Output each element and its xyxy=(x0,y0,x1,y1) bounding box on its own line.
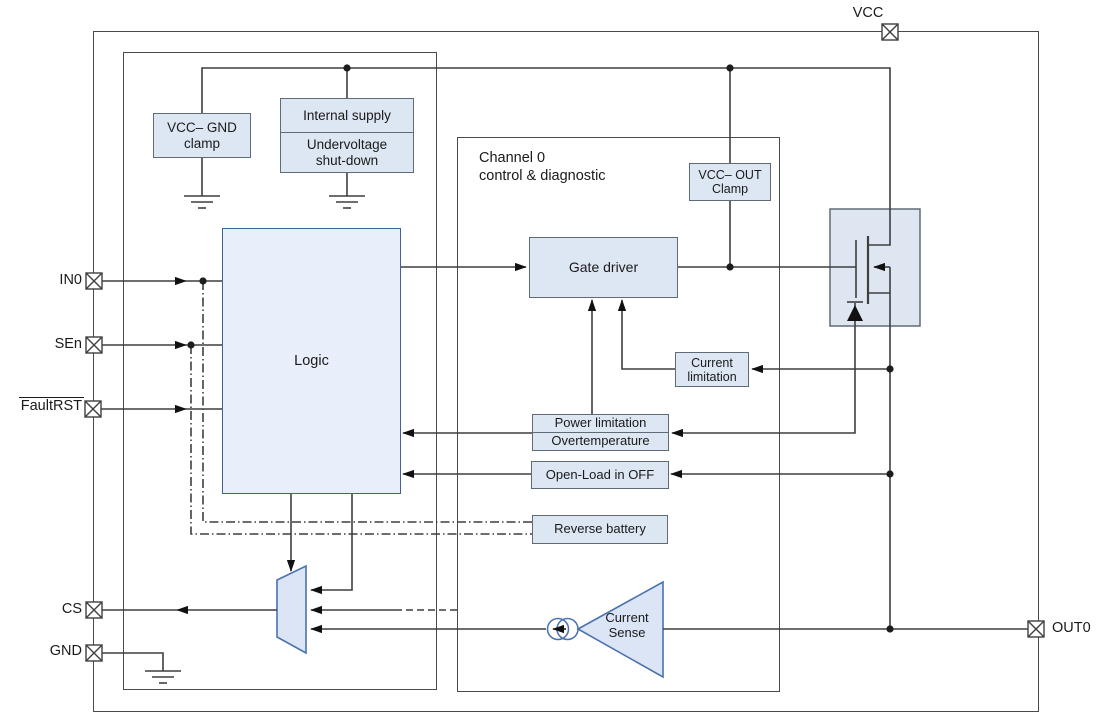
out0-pin-icon xyxy=(1027,620,1045,638)
wires xyxy=(101,67,1028,684)
channel-label-line1: Channel 0 xyxy=(479,150,546,166)
body-diode-icon xyxy=(847,305,863,321)
power-limitation-cell: Power limitation xyxy=(533,415,668,433)
chip-outline xyxy=(93,31,1039,712)
block-label: limitation xyxy=(687,369,737,384)
mosfet-source-line xyxy=(868,292,891,629)
faultrst-pin-label: FaultRST xyxy=(8,397,84,415)
sen-tap-dashdot xyxy=(190,345,532,535)
undervoltage-cell: Undervoltage shut-down xyxy=(281,133,413,172)
vcc-pin-label: VCC xyxy=(852,5,884,21)
faultrst-overlined-text: FaultRST xyxy=(18,397,84,414)
block-label: Current xyxy=(605,610,649,625)
cs-pin-icon xyxy=(85,601,103,619)
vcc-pin-icon xyxy=(881,23,899,41)
ground-symbol xyxy=(184,158,220,209)
channel0-section-label: Channel 0 control & diagnostic xyxy=(479,149,606,185)
block-label: VCC– GND xyxy=(167,120,237,136)
block-label: Gate driver xyxy=(568,258,639,275)
junction-dots xyxy=(187,64,894,633)
block-label: clamp xyxy=(183,135,220,151)
ground-symbol xyxy=(145,670,181,684)
ground-symbol xyxy=(329,173,365,209)
vcc-gnd-clamp-block: VCC– GND clamp xyxy=(153,113,251,158)
reverse-battery-block: Reverse battery xyxy=(532,515,668,544)
logic-block: Logic xyxy=(222,228,401,494)
vcc-out-clamp-block: VCC– OUT Clamp xyxy=(689,163,771,201)
block-label: Internal supply xyxy=(303,107,391,123)
internal-supply-cell: Internal supply xyxy=(281,99,413,133)
gnd-pin-label: GND xyxy=(49,643,82,659)
current-sense-label: Current Sense xyxy=(594,610,660,641)
block-label: shut-down xyxy=(315,152,379,168)
internal-supply-block: Internal supply Undervoltage shut-down xyxy=(280,98,414,173)
gate-driver-block: Gate driver xyxy=(529,237,678,298)
open-load-block: Open-Load in OFF xyxy=(531,461,669,489)
vcc-rail xyxy=(201,67,891,246)
block-label: Reverse battery xyxy=(554,521,646,537)
current-limitation-block: Current limitation xyxy=(675,352,749,387)
channel-label-line2: control & diagnostic xyxy=(479,168,606,185)
sense-mux xyxy=(276,564,307,655)
block-label: Power limitation xyxy=(554,415,647,431)
block-label: Sense xyxy=(608,624,646,640)
overtemperature-cell: Overtemperature xyxy=(533,433,668,450)
sen-pin-icon xyxy=(85,336,103,354)
block-label: Logic xyxy=(294,352,329,369)
power-limitation-block: Power limitation Overtemperature xyxy=(532,414,669,451)
block-label: Overtemperature xyxy=(551,433,650,449)
block-label: Undervoltage xyxy=(306,137,388,153)
gnd-pin-icon xyxy=(85,644,103,662)
sen-pin-label: SEn xyxy=(54,336,82,352)
block-label: VCC– OUT xyxy=(698,168,762,182)
faultrst-pin-icon xyxy=(84,400,102,418)
out0-pin-label: OUT0 xyxy=(1052,620,1091,636)
in0-pin-icon xyxy=(85,272,103,290)
cs-pin-label: CS xyxy=(61,601,82,617)
block-label: Clamp xyxy=(711,182,749,196)
block-label: Open-Load in OFF xyxy=(545,466,655,482)
channel0-section-outline xyxy=(457,137,780,692)
in0-pin-label: IN0 xyxy=(59,272,82,288)
supply-logic-section-outline xyxy=(123,52,437,690)
block-label: Current xyxy=(691,355,733,370)
